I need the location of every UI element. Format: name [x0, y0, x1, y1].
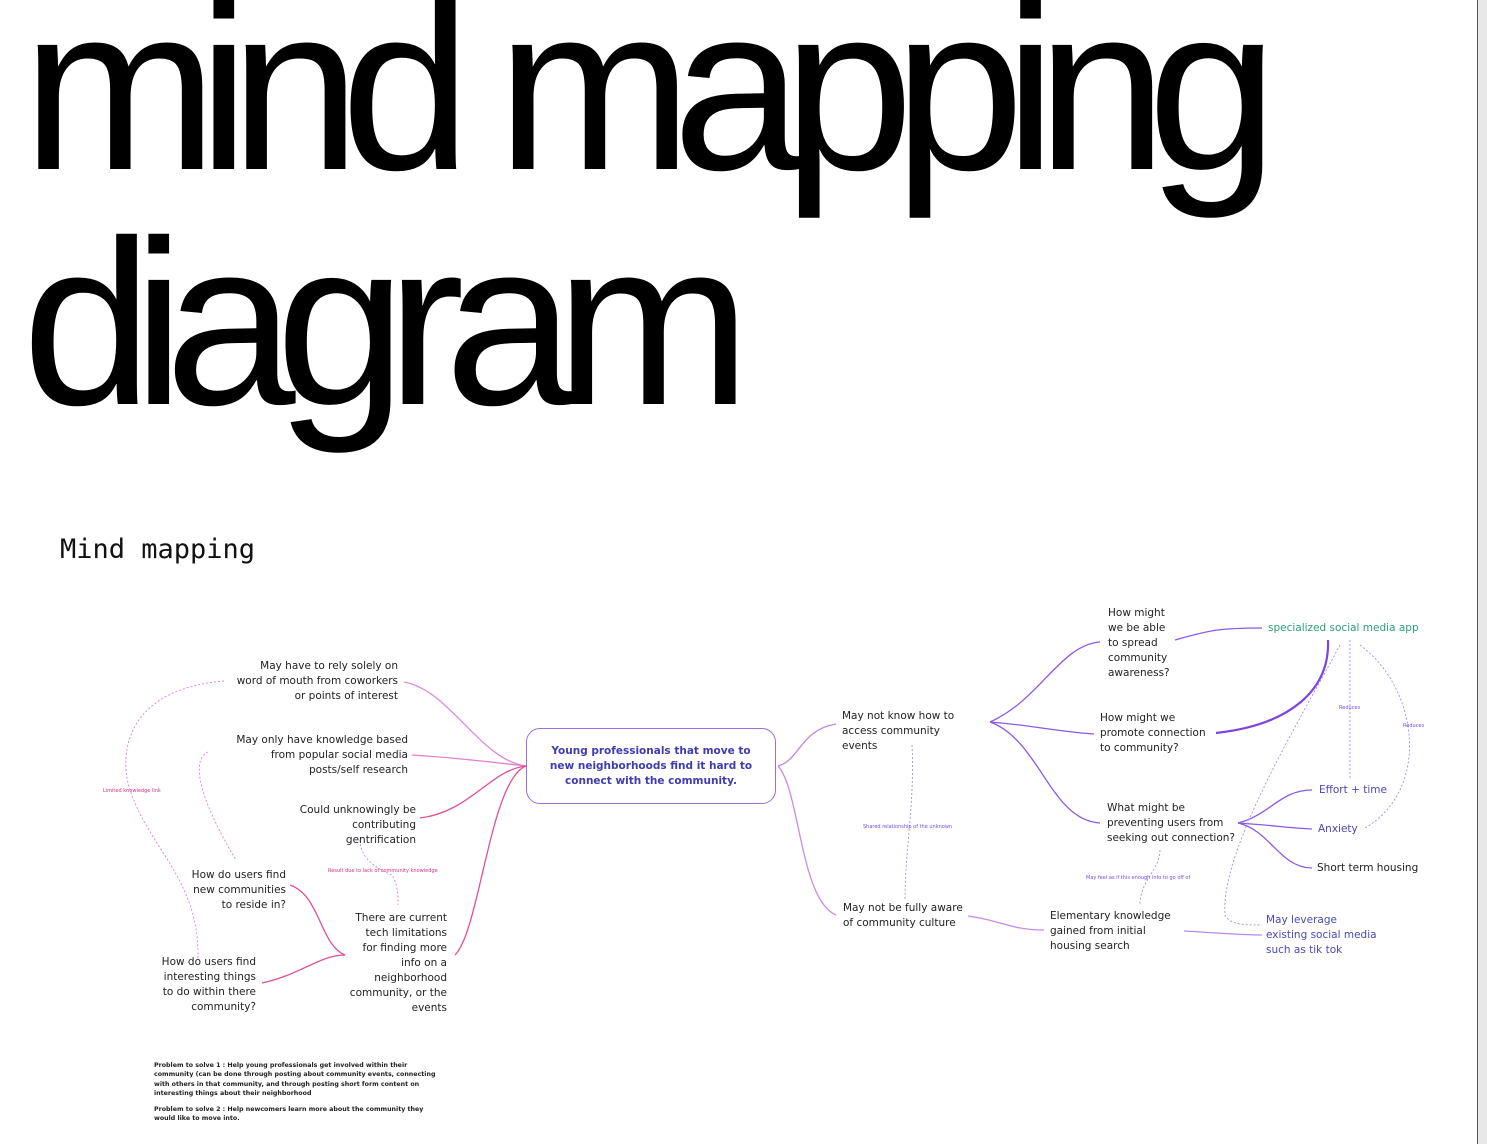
node-promote[interactable]: How might we promote connection to commu…: [1100, 712, 1206, 754]
node-spread[interactable]: How might we be able to spread community…: [1108, 607, 1170, 679]
label-result: Result due to lack of community knowledg…: [328, 868, 438, 874]
node-tech-limitations[interactable]: There are current tech limitations for f…: [349, 912, 447, 1014]
node-social-app[interactable]: specialized social media app: [1268, 622, 1419, 634]
edge-preventing: [989, 721, 1101, 824]
edge-app: [1174, 627, 1263, 641]
node-effort-time[interactable]: Effort + time: [1319, 784, 1387, 796]
node-short-term-housing[interactable]: Short term housing: [1317, 862, 1419, 874]
node-culture[interactable]: May not be fully aware of community cult…: [843, 902, 963, 929]
edge-spread: [989, 641, 1101, 723]
node-find-things[interactable]: How do users find interesting things to …: [161, 956, 256, 1013]
node-anxiety[interactable]: Anxiety: [1318, 823, 1358, 835]
problem-1: Problem to solve 1 : Help young professi…: [154, 1062, 436, 1097]
edge-find-communities: [289, 884, 346, 956]
node-find-communities[interactable]: How do users find new communities to res…: [191, 869, 286, 911]
page-title-line1: mind mapping: [22, 0, 1278, 219]
edge-tech: [454, 765, 527, 956]
edge-elementary: [967, 915, 1045, 931]
window-edge: [1477, 0, 1487, 1144]
label-shared: Shared relationship of the unknown: [863, 824, 953, 830]
node-elementary[interactable]: Elementary knowledge gained from initial…: [1050, 910, 1171, 952]
edge-culture: [777, 765, 837, 916]
section-heading: Mind mapping: [60, 534, 256, 565]
node-leverage[interactable]: May leverage existing social media such …: [1266, 914, 1377, 956]
edge-promote: [989, 721, 1095, 735]
central-topic-node[interactable]: Young professionals that move to new nei…: [526, 728, 776, 804]
edge-find-things: [261, 954, 346, 984]
node-gentrification[interactable]: Could unknowingly be contributing gentri…: [299, 804, 416, 846]
edge-word-of-mouth: [403, 681, 527, 767]
node-access-events[interactable]: May not know how to access community eve…: [842, 710, 955, 752]
edge-leverage: [1183, 930, 1263, 936]
node-social-posts[interactable]: May only have knowledge based from popul…: [236, 734, 408, 776]
edge-short: [1237, 822, 1313, 869]
label-limited-knowledge: Limited knowledge link: [103, 788, 161, 794]
problem-notes: Problem to solve 1 : Help young professi…: [154, 1061, 446, 1131]
label-reduces-2: Reduces: [1403, 723, 1425, 729]
problem-2: Problem to solve 2 : Help newcomers lear…: [154, 1106, 424, 1123]
label-reduces-1: Reduces: [1339, 705, 1361, 711]
edge-effort: [1237, 789, 1313, 824]
edge-promote-app: [1215, 639, 1330, 735]
edge-gentrification: [419, 765, 527, 819]
edge-anxiety: [1237, 822, 1313, 830]
node-preventing[interactable]: What might be preventing users from seek…: [1107, 802, 1236, 844]
label-enough-info: May feel as if this enough info to go of…: [1086, 875, 1191, 881]
edge-social-posts: [411, 754, 527, 767]
edge-access: [777, 723, 837, 767]
page-title-line2: diagram: [22, 191, 751, 454]
node-word-of-mouth[interactable]: May have to rely solely on word of mouth…: [236, 660, 398, 702]
